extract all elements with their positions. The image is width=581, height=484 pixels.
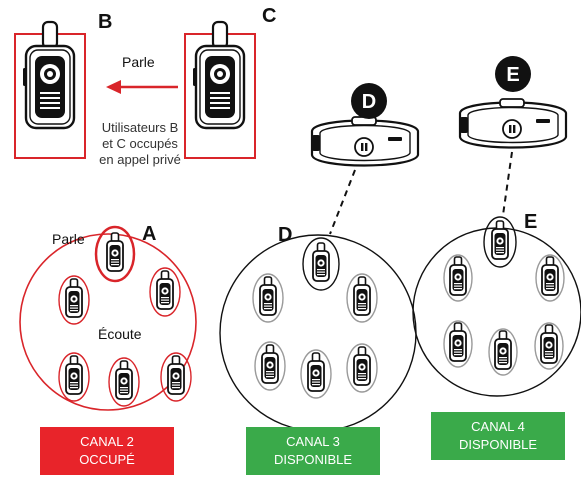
channel-3-line-2: DISPONIBLE (274, 452, 352, 467)
channel-3-box (246, 427, 380, 475)
member-ring (534, 322, 564, 370)
channel-4-box (431, 412, 565, 460)
badge-d (351, 83, 387, 119)
radio-icon (353, 346, 371, 386)
member-ring (108, 357, 140, 407)
member-ring (149, 267, 181, 317)
private-call-line-1: Utilisateurs B (102, 120, 179, 135)
speaks-label-top: Parle (122, 54, 155, 70)
radio-a-speaker (106, 232, 124, 272)
speaker-e-ring (483, 216, 517, 268)
member-ring (254, 341, 286, 391)
member-ring (443, 320, 473, 368)
radio-b-icon (21, 20, 76, 130)
group-e: E E (412, 56, 581, 397)
speaks-label-a: Parle (52, 231, 85, 247)
radio-icon (494, 330, 512, 370)
member-ring (300, 349, 332, 399)
channel-4-line-2: DISPONIBLE (459, 437, 537, 452)
member-ring (346, 343, 378, 393)
group-a-circle (19, 233, 197, 411)
radio-icon (261, 344, 279, 384)
member-ring (58, 352, 90, 402)
radio-icon (167, 355, 185, 395)
member-ring (252, 273, 284, 323)
badge-d-letter: D (362, 91, 376, 113)
radio-icon (156, 270, 174, 310)
group-d: D D (219, 83, 420, 432)
channel-2-line-1: CANAL 2 (80, 434, 134, 449)
member-ring (58, 275, 90, 325)
private-call-section: B C Parle Utilisateurs B et C occupés en… (14, 5, 276, 167)
radio-icon (353, 276, 371, 316)
private-call-line-2: et C occupés (102, 136, 178, 151)
radio-e-top-view (458, 97, 568, 149)
radio-d-speaker (312, 242, 330, 282)
radio-icon (65, 278, 83, 318)
radio-icon (307, 352, 325, 392)
link-line-d (329, 169, 356, 235)
radio-icon (115, 360, 133, 400)
label-c: C (262, 5, 276, 27)
radio-d-top-view (310, 115, 420, 167)
member-ring (160, 352, 192, 402)
channel-4-line-1: CANAL 4 (471, 419, 525, 434)
radio-icon (449, 322, 467, 362)
label-b: B (98, 11, 112, 33)
radio-icon (65, 355, 83, 395)
speaker-d-ring (302, 237, 340, 291)
link-line-e (502, 151, 513, 216)
talk-arrow-head (106, 80, 121, 94)
private-call-line-3: en appel privé (99, 152, 181, 167)
radio-icon (541, 256, 559, 296)
badge-e (495, 56, 531, 92)
group-a: A Parle Écoute (19, 223, 197, 411)
member-ring (443, 254, 473, 302)
member-ring (488, 328, 518, 376)
speaker-a-ring (94, 225, 136, 283)
channel-panel-2: CANAL 2 OCCUPÉ (40, 427, 174, 475)
radio-c-icon (191, 20, 246, 130)
label-e: E (524, 211, 537, 233)
radio-icon (449, 256, 467, 296)
member-ring (535, 254, 565, 302)
channel-2-line-2: OCCUPÉ (79, 452, 135, 467)
channel-panel-3: CANAL 3 DISPONIBLE (246, 427, 380, 475)
radio-icon (540, 324, 558, 364)
listens-label-a: Écoute (98, 326, 142, 342)
badge-e-letter: E (506, 64, 519, 86)
radio-e-speaker (491, 220, 509, 260)
member-ring (346, 273, 378, 323)
channel-3-line-1: CANAL 3 (286, 434, 340, 449)
radio-icon (259, 276, 277, 316)
channel-panel-4: CANAL 4 DISPONIBLE (431, 412, 565, 460)
label-d: D (278, 224, 292, 246)
channel-2-box (40, 427, 174, 475)
label-a: A (142, 223, 156, 245)
